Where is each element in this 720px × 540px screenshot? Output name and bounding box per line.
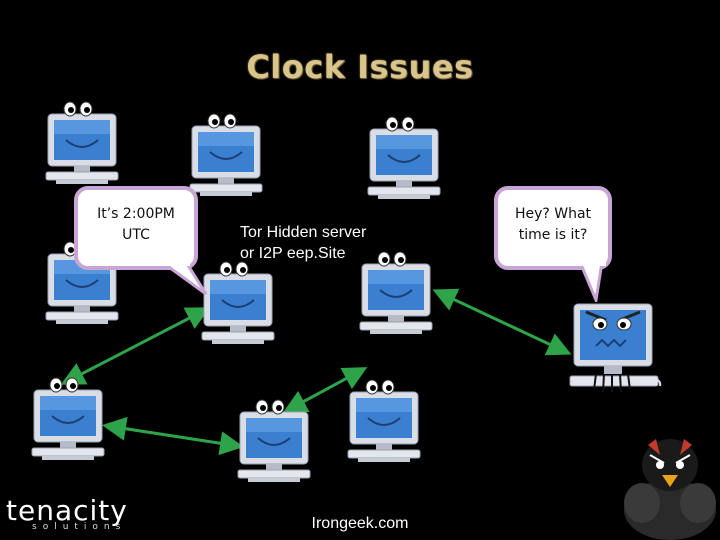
arrow-bottom-horizontal <box>102 416 244 456</box>
computer-icon <box>367 116 441 200</box>
arrow-left-diagonal <box>60 307 211 385</box>
computer-icon <box>237 399 311 483</box>
arrow-right-diagonal <box>432 288 572 356</box>
speech-bubble-left: It’s 2:00PM UTC <box>74 186 198 270</box>
bubble-right-line2: time is it? <box>518 227 588 243</box>
server-label-line2: or I2P eep.Site <box>240 245 346 262</box>
slide-title: Clock Issues <box>246 48 474 86</box>
speech-bubble-right-tail <box>578 262 606 302</box>
computer-icon <box>359 251 433 335</box>
computer-icon <box>45 101 119 185</box>
server-label-line1: Tor Hidden server <box>240 224 367 241</box>
bubble-left-line1: It’s 2:00PM <box>97 206 175 222</box>
tenacity-logo: tenacity <box>6 494 128 527</box>
bubble-right-line1: Hey? What <box>514 206 592 222</box>
arrow-center-diagonal <box>282 367 368 413</box>
speech-bubble-right: Hey? What time is it? <box>494 186 612 270</box>
computer-icon <box>189 113 263 197</box>
footer-text: Irongeek.com <box>311 515 409 532</box>
computer-icon <box>201 261 275 345</box>
computer-icon <box>31 377 105 461</box>
server-label: Tor Hidden server or I2P eep.Site <box>240 222 366 264</box>
computer-icon <box>347 379 421 463</box>
tenacity-logo-sub: solutions <box>32 522 127 532</box>
bubble-left-line2: UTC <box>122 227 150 243</box>
speech-bubble-left-tail <box>160 262 208 296</box>
penguin-mascot-icon <box>624 439 716 540</box>
angry-computer-icon <box>569 303 662 393</box>
